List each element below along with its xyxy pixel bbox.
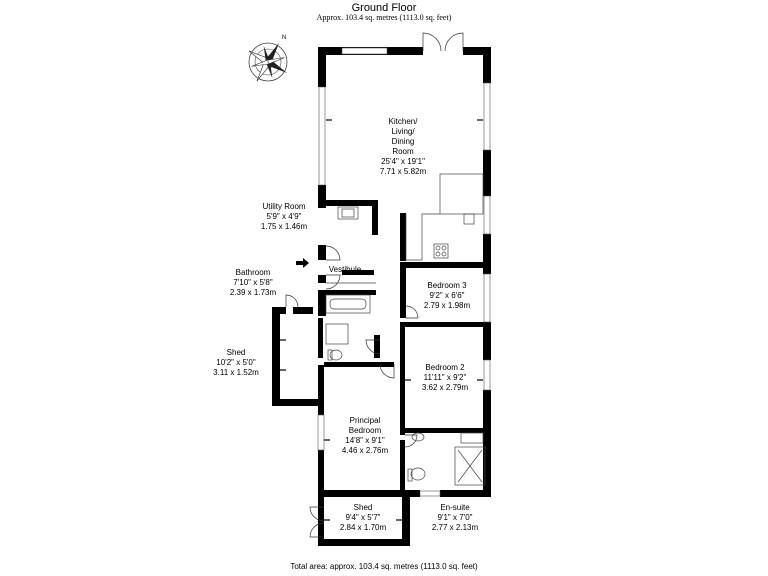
room-label-shed-south: Shed 9'4" x 5'7" 2.84 x 1.70m: [339, 503, 387, 532]
room-label-bedroom-3: Bedroom 3 9'2" x 6'6" 2.79 x 1.98m: [423, 281, 471, 310]
room-label-ensuite: En-suite 9'1" x 7'0" 2.77 x 2.13m: [431, 503, 479, 532]
doors: [285, 32, 464, 538]
floor-title: Ground Floor: [351, 2, 417, 14]
compass-letter: N: [282, 35, 287, 41]
wall-ticks: [280, 119, 483, 521]
entrance-arrow-icon: [296, 258, 309, 268]
compass-rose-icon: [248, 42, 288, 82]
room-label-shed-west: Shed 10'2" x 5'0" 3.11 x 1.52m: [213, 348, 259, 377]
room-label-utility: Utility Room 5'9" x 4'9" 1.75 x 1.46m: [260, 202, 308, 231]
internal-walls: [324, 213, 491, 490]
room-label-principal-bedroom: Principal Bedroom 14'8" x 9'1" 4.46 x 2.…: [341, 416, 389, 455]
windows: [317, 47, 491, 497]
fixtures: [325, 173, 486, 486]
total-area-footer: Total area: approx. 103.4 sq. metres (11…: [290, 562, 478, 571]
floor-subtitle: Approx. 103.4 sq. metres (1113.0 sq. fee…: [316, 13, 452, 22]
exterior-walls: [272, 47, 491, 546]
room-label-bathroom: Bathroom 7'10" x 5'8" 2.39 x 1.73m: [229, 268, 277, 297]
room-label-vestibule: Vestibule: [328, 265, 362, 274]
room-label-kitchen: Kitchen/ Living/ Dining Room 25'4" x 19'…: [379, 117, 427, 176]
room-label-bedroom-2: Bedroom 2 11'11" x 9'2" 3.62 x 2.79m: [421, 363, 469, 392]
